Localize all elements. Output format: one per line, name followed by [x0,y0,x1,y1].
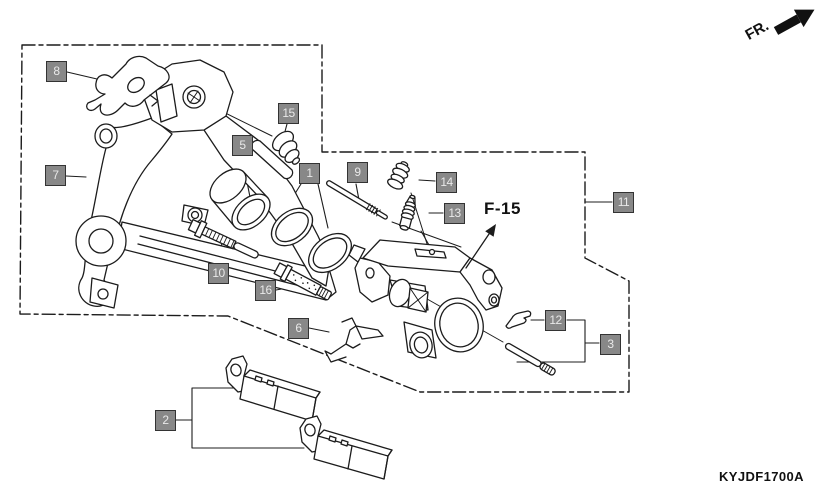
part-label-2[interactable]: 2 [155,410,176,431]
diagram-code: KYJDF1700A [719,469,804,484]
part-drawing-bolt-16 [273,262,332,301]
part-drawing-caliper-body [348,239,503,359]
view-reference-arrow [465,224,496,269]
part-drawing-pin-bolt-10 [187,218,259,259]
part-drawing-brake-pads-2 [225,355,393,480]
part-drawing-piston-5 [209,168,271,231]
part-label-3[interactable]: 3 [600,334,621,355]
part-drawing-clip-12 [505,310,532,329]
part-drawing-retainer-8 [86,55,170,116]
part-label-11[interactable]: 11 [613,192,634,213]
part-label-15[interactable]: 15 [278,103,299,124]
part-label-9[interactable]: 9 [347,162,368,183]
part-drawing-boot-15 [271,130,301,165]
part-label-13[interactable]: 13 [444,203,465,224]
front-direction-arrow [773,9,815,35]
part-drawing-pin-9 [325,180,388,220]
part-label-10[interactable]: 10 [208,263,229,284]
part-label-7[interactable]: 7 [45,165,66,186]
part-label-12[interactable]: 12 [545,310,566,331]
part-drawing-pad-pin-3 [504,342,556,376]
part-label-1[interactable]: 1 [299,163,320,184]
part-label-5[interactable]: 5 [232,135,253,156]
part-drawing-bleed-cap-14 [387,161,410,190]
part-drawing-bleeder-13 [398,194,416,231]
view-reference-label: F-15 [484,199,521,218]
part-drawing-pad-spring-6 [324,317,384,363]
part-drawing-seal-set-1 [270,207,352,274]
assembly-boundary [19,44,630,393]
part-label-14[interactable]: 14 [436,172,457,193]
part-label-8[interactable]: 8 [46,61,67,82]
part-label-16[interactable]: 16 [255,280,276,301]
part-label-6[interactable]: 6 [288,318,309,339]
